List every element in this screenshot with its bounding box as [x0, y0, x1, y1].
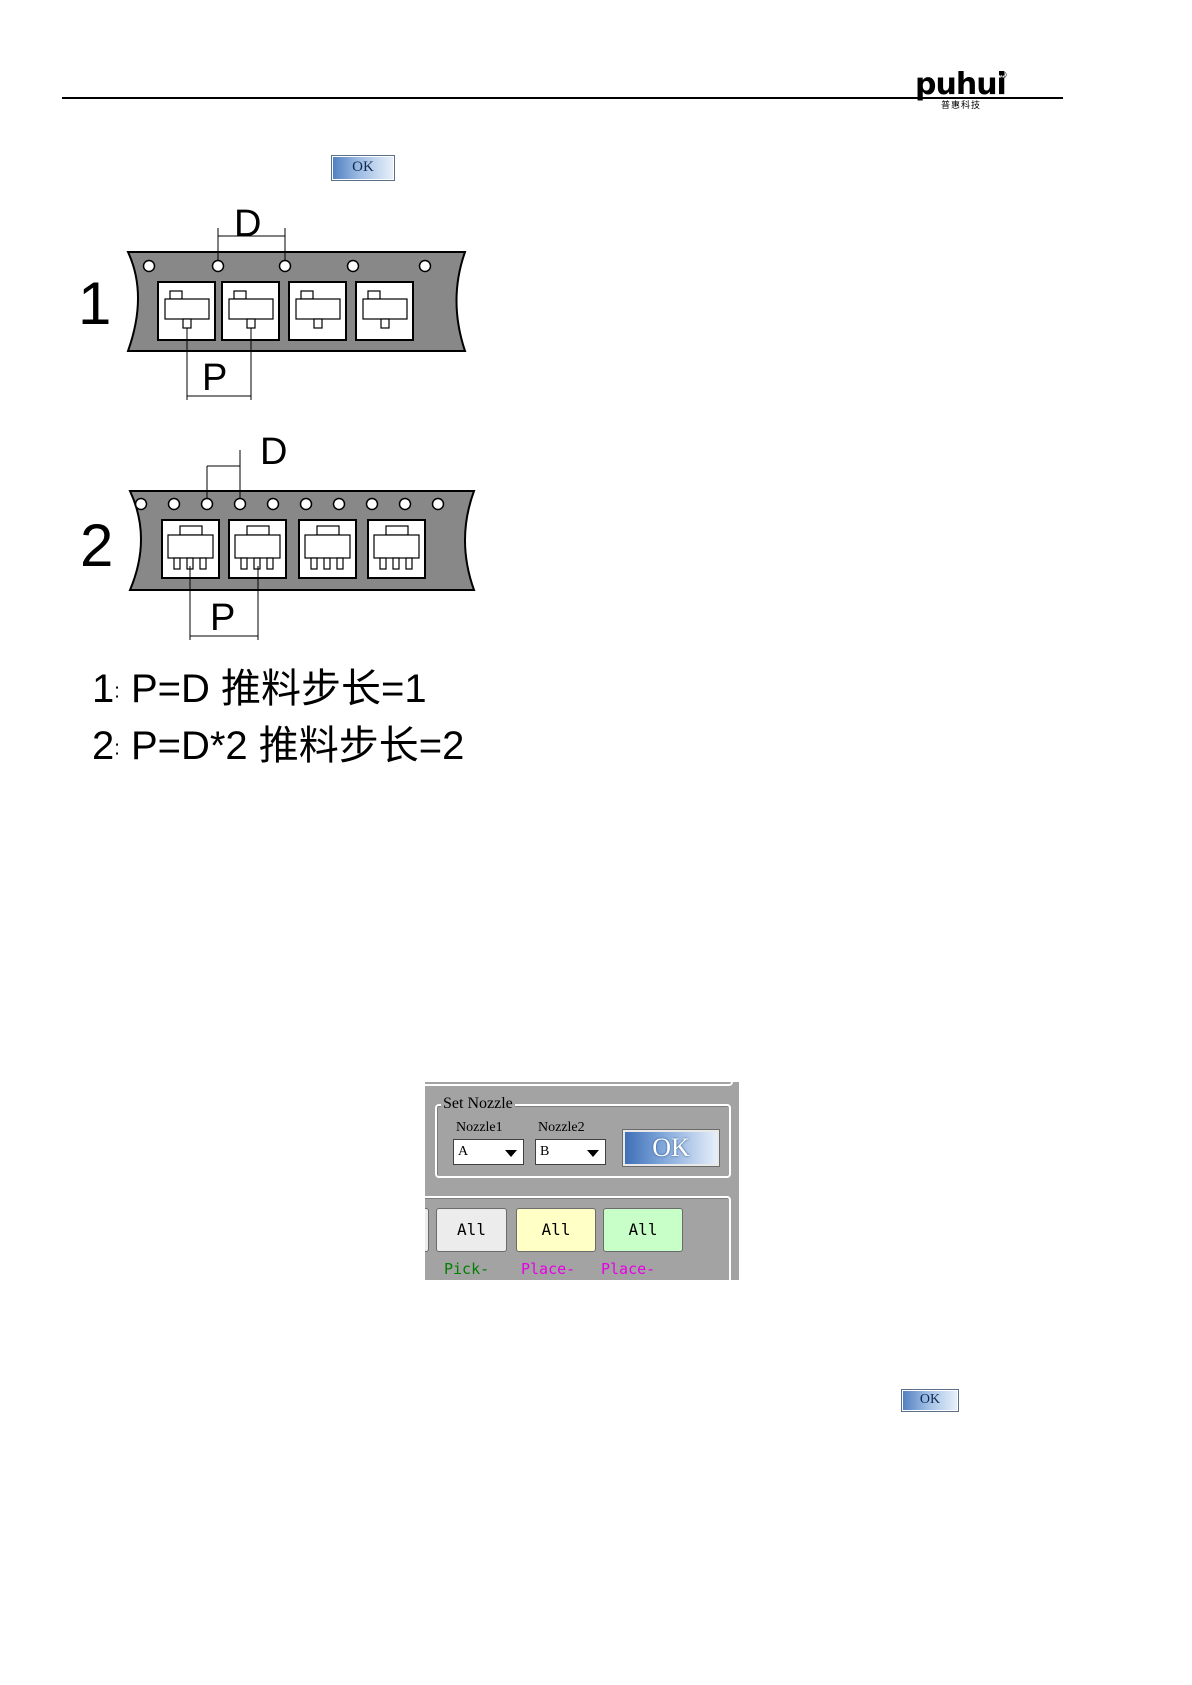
- header-rule: [62, 97, 1063, 99]
- nozzle-panel-screenshot: Set Nozzle Nozzle1 A Nozzle2 B OK All Al…: [425, 1082, 739, 1280]
- all-button-3[interactable]: All: [603, 1208, 683, 1252]
- all-button-1[interactable]: All: [436, 1208, 507, 1252]
- diagram-1-number: 1: [78, 270, 111, 337]
- ok-button-inline-2: OK: [901, 1389, 959, 1412]
- set-nozzle-ok-button[interactable]: OK: [623, 1130, 719, 1166]
- logo-text: puhui: [915, 67, 1006, 102]
- formula-1: 1: P=D 推料步长=1: [92, 666, 427, 714]
- formula-2-sep: :: [114, 737, 120, 759]
- diagram-1-label-d: D: [234, 203, 261, 245]
- nozzle2-select[interactable]: B: [535, 1139, 606, 1165]
- tape-diagram-2: 2 D P: [72, 420, 492, 645]
- formula-1-sep: :: [114, 680, 120, 702]
- nozzle2-value: B: [540, 1144, 549, 1159]
- pick-label: Pick-: [444, 1260, 489, 1278]
- diagram-2-number: 2: [80, 512, 113, 579]
- nozzle1-value: A: [458, 1144, 468, 1159]
- nozzle1-label: Nozzle1: [456, 1120, 503, 1136]
- formula-2-text: P=D*2 推料步长=2: [131, 724, 464, 768]
- diagram-2-label-d: D: [260, 431, 287, 473]
- chevron-down-icon: [505, 1150, 517, 1157]
- tape-diagram-1: 1 D P: [70, 200, 490, 410]
- logo-subtext: 普惠科技: [941, 98, 981, 111]
- chevron-down-icon: [587, 1150, 599, 1157]
- nozzle1-select[interactable]: A: [453, 1139, 524, 1165]
- diagram-2-label-p: P: [210, 597, 235, 639]
- formula-1-index: 1: [92, 667, 114, 711]
- ok-button-inline-1: OK: [331, 155, 395, 181]
- panel-top-group-edge: [425, 1082, 733, 1086]
- set-nozzle-title: Set Nozzle: [441, 1095, 515, 1113]
- partial-button-left[interactable]: [425, 1208, 429, 1252]
- place-label-2: Place-: [601, 1260, 655, 1278]
- place-label-1: Place-: [521, 1260, 575, 1278]
- formula-1-text: P=D 推料步长=1: [131, 667, 427, 711]
- nozzle2-label: Nozzle2: [538, 1120, 585, 1136]
- puhui-logo: puhui ® 普惠科技: [915, 70, 1011, 110]
- all-button-2[interactable]: All: [516, 1208, 596, 1252]
- formula-2-index: 2: [92, 724, 114, 768]
- formula-2: 2: P=D*2 推料步长=2: [92, 723, 464, 771]
- diagram-1-label-p: P: [202, 357, 227, 399]
- logo-registered-mark: ®: [1000, 70, 1007, 80]
